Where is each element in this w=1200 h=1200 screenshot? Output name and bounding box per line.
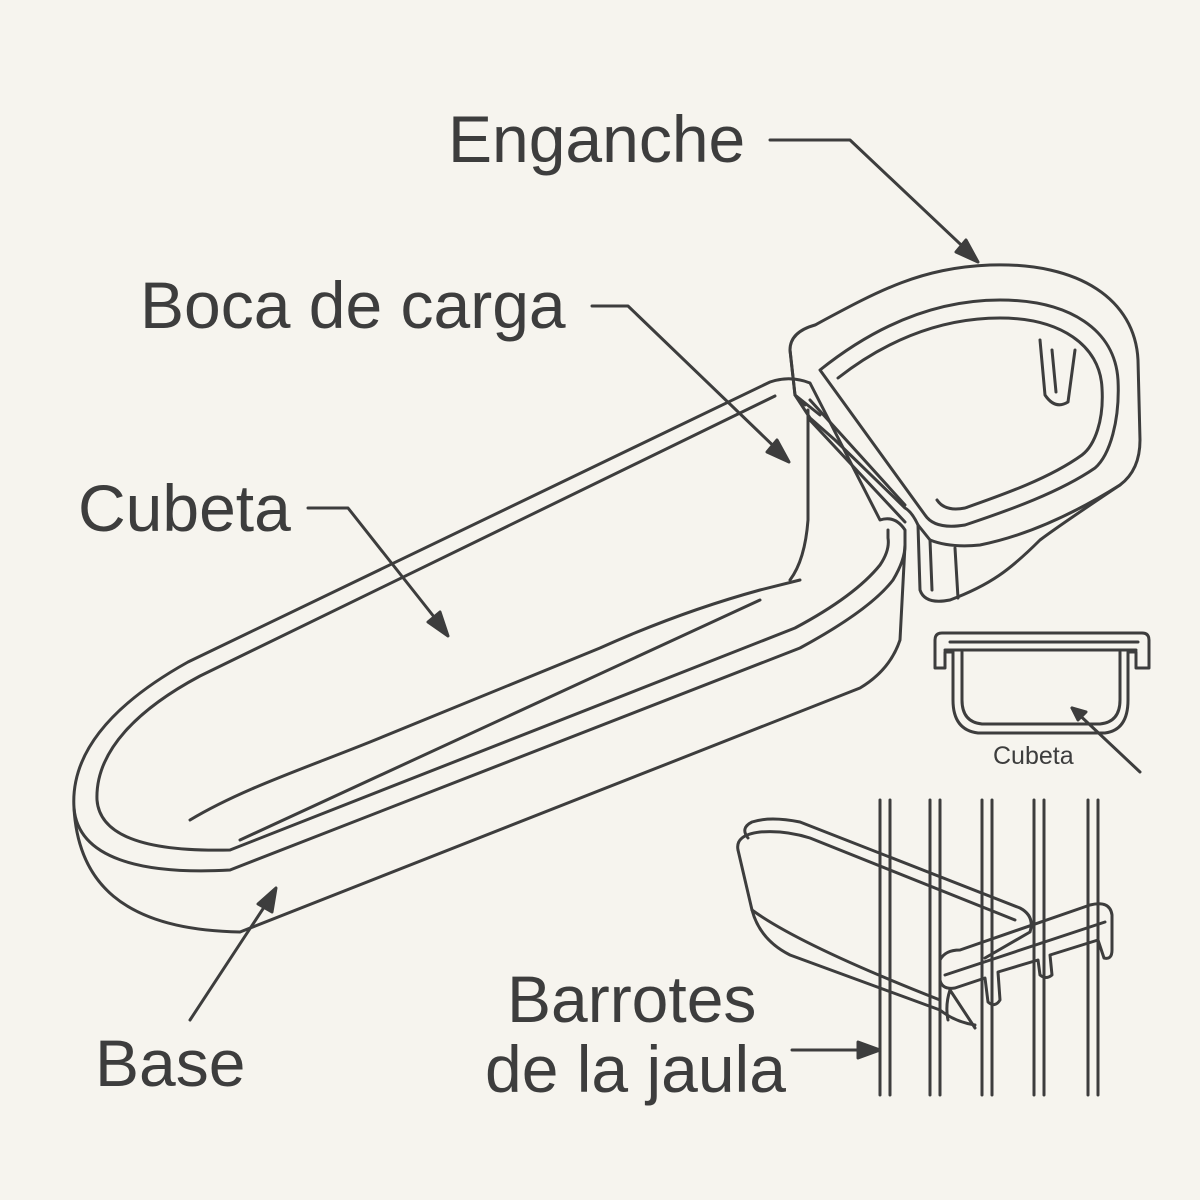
trough-floor-line <box>188 578 802 822</box>
hook-outer <box>788 263 1142 603</box>
inset-cross-section <box>933 631 1151 735</box>
trough-back-seam <box>788 408 810 582</box>
trough-outer-rim <box>72 377 907 873</box>
hook-notch <box>1038 338 1077 407</box>
inset-cubeta-arrow <box>1070 706 1142 774</box>
hook-assembly <box>788 263 1142 603</box>
trough-base-edge <box>72 543 907 934</box>
label-barrotes-line1: Barrotes <box>507 962 757 1036</box>
inset-cubeta-outer <box>933 631 1151 735</box>
mini-feeder <box>736 817 1114 1030</box>
leader-base <box>188 886 278 1022</box>
label-inset-cubeta: Cubeta <box>993 742 1074 770</box>
label-boca-de-carga: Boca de carga <box>140 268 566 342</box>
label-cubeta: Cubeta <box>78 471 291 545</box>
main-trough <box>72 377 907 934</box>
leader-barrotes <box>790 1040 882 1060</box>
label-enganche: Enganche <box>448 102 746 176</box>
cage-bars <box>878 798 1100 1097</box>
trough-floor-line-2 <box>238 598 762 842</box>
leader-enganche <box>768 138 980 264</box>
leader-boca-de-carga <box>590 304 791 464</box>
label-barrotes-line2: de la jaula <box>485 1032 786 1106</box>
trough-inner-rim <box>95 394 890 852</box>
leader-cubeta <box>306 506 450 638</box>
label-base: Base <box>95 1026 246 1100</box>
hook-inner-ring <box>818 298 1120 528</box>
